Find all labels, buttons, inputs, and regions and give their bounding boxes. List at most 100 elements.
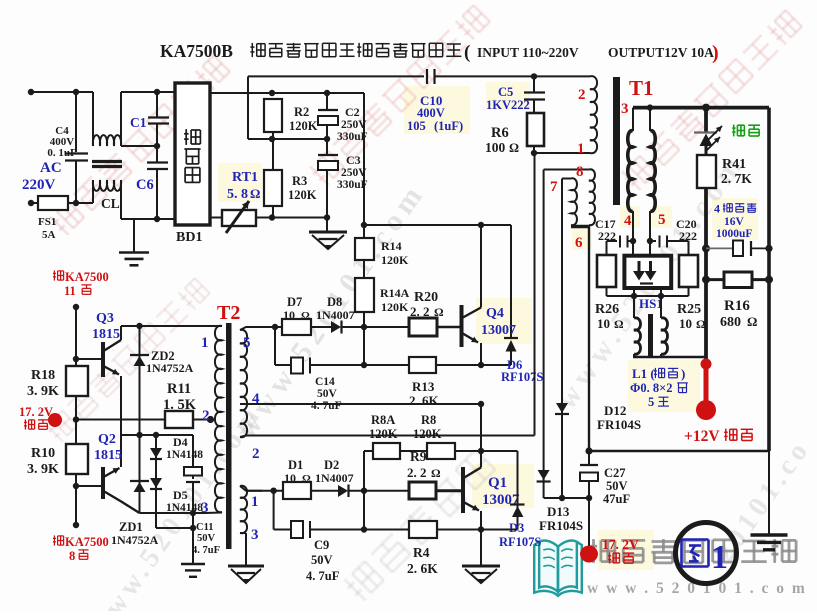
svg-text:1815: 1815: [92, 327, 120, 342]
svg-text:C2: C2: [345, 105, 360, 119]
svg-text:C11: C11: [196, 522, 214, 533]
svg-text:250V: 250V: [341, 167, 367, 179]
svg-text:L1 (: L1 (: [632, 366, 655, 381]
svg-text:330uF: 330uF: [337, 131, 368, 143]
svg-text:1N4752A: 1N4752A: [111, 533, 159, 547]
svg-text:R9: R9: [410, 449, 427, 464]
svg-text:1: 1: [201, 335, 209, 351]
svg-text:2: 2: [202, 408, 210, 424]
svg-text:2. 7K: 2. 7K: [721, 171, 752, 186]
svg-text:222: 222: [679, 229, 697, 243]
svg-text:C17: C17: [595, 217, 616, 231]
svg-text:3: 3: [251, 527, 259, 543]
svg-text:2: 2: [578, 87, 586, 103]
svg-text:D2: D2: [324, 458, 339, 472]
svg-text:1: 1: [577, 141, 585, 157]
svg-text:5: 5: [648, 395, 654, 409]
svg-text:+12V: +12V: [684, 428, 720, 445]
svg-text:R26: R26: [595, 302, 619, 317]
svg-text:2: 2: [252, 446, 260, 462]
svg-text:10: 10: [284, 471, 296, 485]
svg-text:R11: R11: [167, 381, 191, 397]
svg-text:Ω: Ω: [301, 310, 310, 322]
svg-text:D5: D5: [173, 488, 188, 502]
svg-text:1000uF: 1000uF: [716, 228, 752, 240]
svg-text:5. 8: 5. 8: [227, 187, 248, 202]
svg-text:R4: R4: [413, 545, 430, 560]
svg-text:5A: 5A: [42, 229, 56, 241]
svg-text:Ω: Ω: [431, 466, 441, 480]
svg-text:): ): [681, 366, 685, 381]
svg-text:R8: R8: [421, 413, 436, 427]
svg-text:13007: 13007: [481, 323, 516, 338]
svg-text:1. 5K: 1. 5K: [163, 397, 197, 413]
svg-text:Q2: Q2: [98, 432, 116, 447]
svg-text:INPUT 110~220V: INPUT 110~220V: [477, 45, 579, 60]
svg-text:R8A: R8A: [371, 413, 395, 427]
svg-text:2. 6K: 2. 6K: [407, 561, 438, 576]
svg-text:10: 10: [679, 316, 692, 331]
svg-text:(: (: [464, 42, 470, 63]
svg-text:KA7500B: KA7500B: [160, 41, 233, 61]
svg-text:C6: C6: [136, 177, 154, 193]
svg-text:4. 7uF: 4. 7uF: [311, 400, 342, 412]
svg-text:C9: C9: [314, 538, 329, 552]
svg-text:2. 2: 2. 2: [410, 304, 430, 319]
svg-text:50V: 50V: [606, 479, 628, 493]
svg-text:222: 222: [598, 229, 616, 243]
svg-text:CL: CL: [101, 196, 120, 211]
svg-text:7: 7: [550, 179, 558, 195]
svg-text:C3: C3: [346, 153, 361, 167]
svg-text:R3: R3: [292, 174, 307, 188]
svg-text:10: 10: [283, 308, 295, 322]
svg-text:HS1: HS1: [639, 296, 663, 311]
svg-text:D1: D1: [288, 458, 303, 472]
svg-text:C10: C10: [420, 93, 442, 108]
svg-text:50V: 50V: [197, 533, 216, 544]
svg-text:C27: C27: [604, 466, 626, 480]
svg-text:1KV222: 1KV222: [486, 98, 530, 112]
svg-text:17. 2V: 17. 2V: [19, 405, 53, 419]
svg-text:4. 7uF: 4. 7uF: [192, 545, 220, 556]
svg-text:Ω: Ω: [696, 317, 706, 331]
svg-text:T1: T1: [629, 76, 654, 100]
svg-text:FR104S: FR104S: [597, 417, 641, 432]
svg-text:5: 5: [658, 212, 666, 228]
svg-text:w w w . 5 2 0 1 0 1 . c o m: w w w . 5 2 0 1 0 1 . c o m: [587, 580, 807, 597]
svg-text:47uF: 47uF: [603, 492, 630, 506]
svg-text:D3: D3: [509, 521, 524, 535]
svg-text:3. 9K: 3. 9K: [27, 384, 59, 399]
svg-text:120K: 120K: [381, 300, 409, 314]
svg-text:ZD2: ZD2: [151, 349, 175, 363]
svg-text:R13: R13: [412, 379, 435, 394]
svg-text:R18: R18: [31, 368, 55, 383]
svg-text:T2: T2: [217, 302, 240, 324]
svg-text:400V: 400V: [50, 136, 75, 148]
svg-text:680: 680: [720, 315, 741, 330]
svg-text:R10: R10: [31, 446, 55, 461]
svg-text:D4: D4: [173, 435, 188, 449]
svg-text:R6: R6: [491, 125, 509, 141]
svg-text:4: 4: [714, 202, 720, 216]
svg-text:3: 3: [201, 500, 209, 516]
svg-text:120K: 120K: [289, 119, 318, 133]
svg-text:0. 1uF: 0. 1uF: [47, 147, 77, 159]
svg-text:3. 9K: 3. 9K: [27, 462, 59, 477]
svg-text:Ω: Ω: [302, 473, 311, 485]
svg-text:D8: D8: [327, 295, 342, 309]
svg-text:C1: C1: [130, 115, 147, 130]
svg-text:Q3: Q3: [96, 311, 114, 326]
svg-text:16V: 16V: [724, 216, 745, 228]
svg-text:1N4007: 1N4007: [315, 471, 354, 485]
svg-text:R16: R16: [724, 298, 750, 314]
svg-text:1N4752A: 1N4752A: [146, 361, 194, 375]
svg-text:C5: C5: [498, 85, 513, 99]
svg-text:AC: AC: [40, 160, 62, 176]
svg-text:R25: R25: [677, 302, 701, 317]
svg-text:120K: 120K: [288, 188, 317, 202]
svg-text:R14: R14: [381, 239, 402, 253]
svg-text:Q4: Q4: [486, 306, 504, 321]
svg-text:D6: D6: [507, 358, 522, 372]
svg-text:Q1: Q1: [488, 475, 507, 491]
svg-text:250V: 250V: [341, 119, 367, 131]
